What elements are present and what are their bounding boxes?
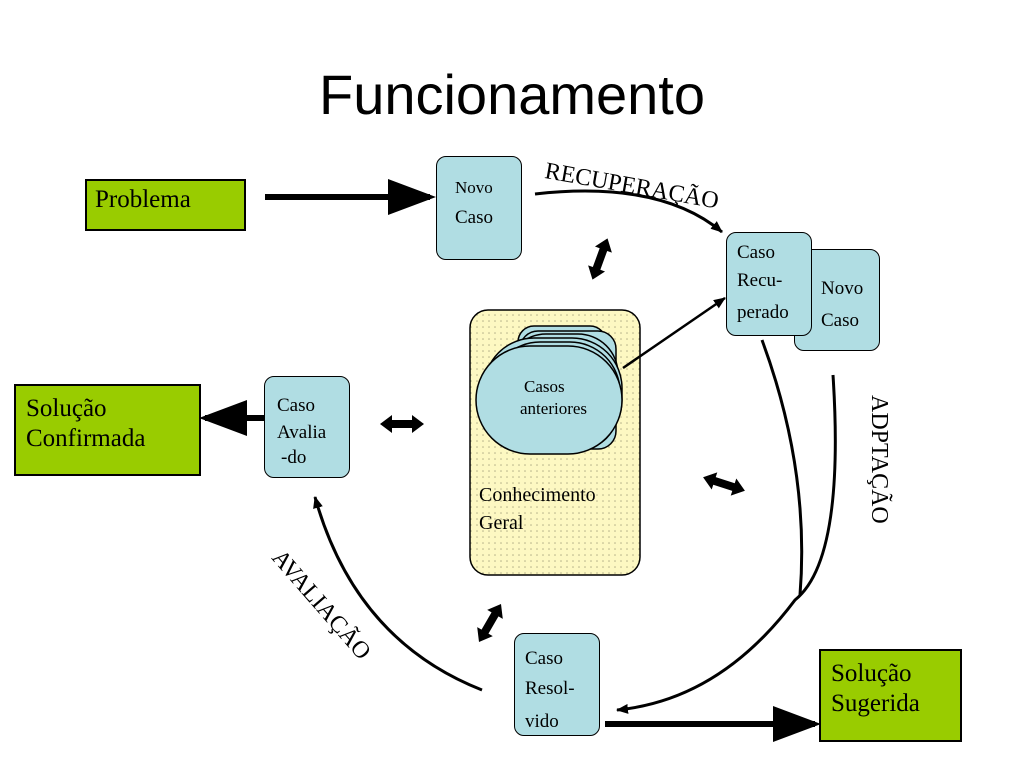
suggested-solution-box: Solução Sugerida — [819, 649, 962, 742]
general-knowledge-label: Conhecimento Geral — [479, 481, 637, 537]
previous-cases-label: Casos anteriores — [520, 376, 620, 420]
previous-cases-stack — [475, 325, 623, 455]
general-knowledge-line-2: Geral — [479, 512, 524, 534]
new-case-copy-line-1: Novo — [821, 278, 864, 299]
retrieved-case-line-2: Recu- — [737, 270, 783, 291]
previous-cases-line-2: anteriores — [520, 399, 588, 418]
double-arrow-resolved — [471, 599, 509, 647]
new-case-line-2: Caso — [455, 207, 493, 228]
suggested-solution-line-1: Solução — [831, 660, 912, 687]
confirmed-solution-line-2: Confirmada — [26, 425, 146, 452]
new-case-copy-line-2: Caso — [821, 310, 859, 331]
general-knowledge-line-1: Conhecimento — [479, 484, 596, 506]
previous-cases-line-1: Casos — [524, 377, 565, 396]
evaluated-case-line-3: -do — [281, 447, 307, 468]
arrow-evaluation — [313, 496, 483, 692]
slide-title: Funcionamento — [318, 63, 705, 126]
new-case-box: Novo Caso — [436, 156, 522, 260]
resolved-case-box: Caso Resol- vido — [514, 633, 600, 736]
arrow-adaptation-1 — [760, 339, 804, 596]
retrieved-case-line-1: Caso — [737, 242, 775, 263]
new-case-line-1: Novo — [455, 178, 493, 197]
evaluated-case-line-2: Avalia — [277, 422, 327, 443]
confirmed-solution-line-1: Solução — [26, 395, 107, 422]
evaluated-case-line-1: Caso — [277, 395, 315, 416]
problem-box: Problema — [85, 179, 246, 231]
confirmed-solution-box: Solução Confirmada — [14, 384, 201, 476]
retrieved-case-line-3: perado — [737, 302, 789, 323]
double-arrow-evaluated — [380, 415, 424, 433]
arrow-adaptation-2 — [616, 374, 837, 714]
arrow-retrieval — [534, 189, 723, 234]
evaluated-case-box: Caso Avalia -do — [264, 376, 350, 478]
arrow-previous-to-retrieved — [622, 296, 726, 370]
double-arrow-adaptation — [700, 468, 748, 500]
double-arrow-new-case — [584, 235, 616, 283]
resolved-case-line-2: Resol- — [525, 678, 575, 699]
retrieved-case-box: Caso Recu- perado — [726, 232, 812, 336]
phase-adaptation-label: ADPTAÇÃO — [866, 395, 892, 524]
suggested-solution-line-2: Sugerida — [831, 690, 920, 717]
resolved-case-line-1: Caso — [525, 648, 563, 669]
resolved-case-line-3: vido — [525, 711, 559, 732]
problem-label: Problema — [95, 186, 191, 213]
